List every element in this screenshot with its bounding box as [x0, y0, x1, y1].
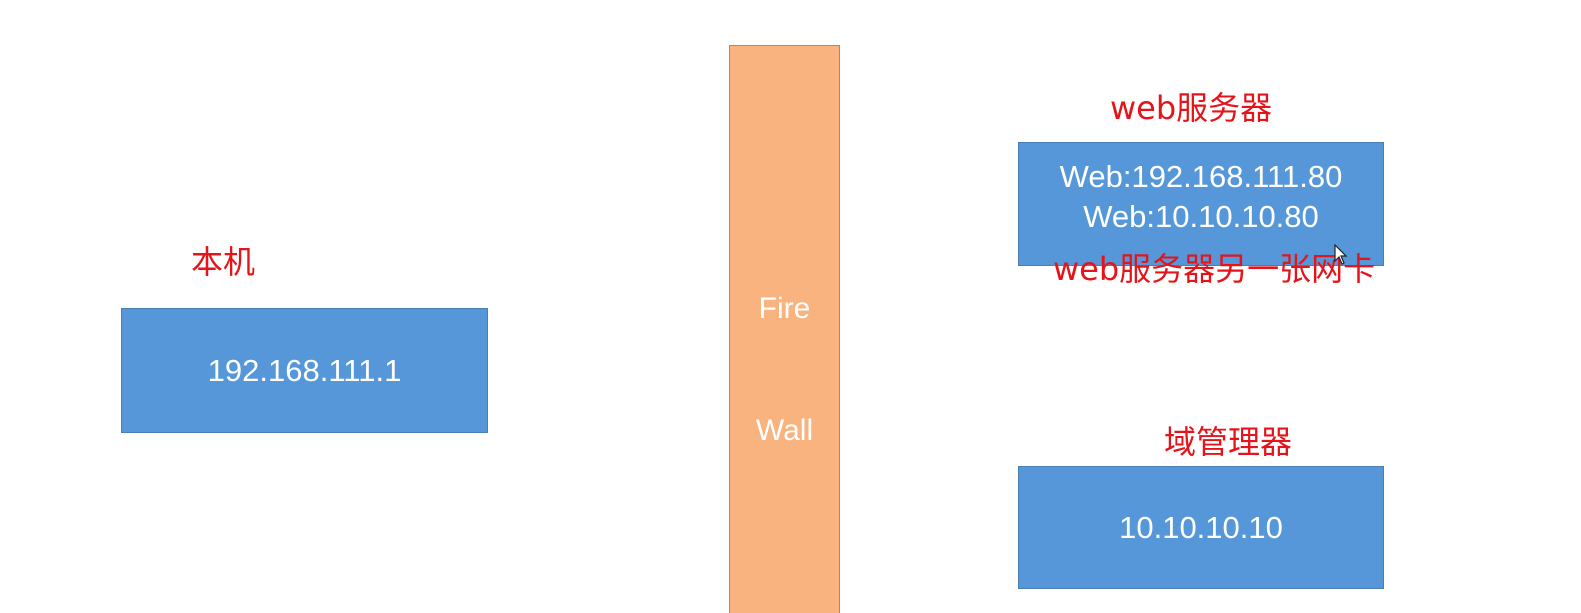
- firewall-text-wall: Wall: [755, 414, 814, 447]
- firewall-text-fire: Fire: [758, 292, 811, 325]
- web-server-label: web服务器: [1110, 89, 1273, 127]
- web-server-ip-primary: Web:192.168.111.80: [1059, 159, 1343, 194]
- domain-controller-label: 域管理器: [1164, 423, 1293, 461]
- local-machine-label: 本机: [191, 243, 256, 281]
- web-server-second-nic-label: web服务器另一张网卡: [1053, 250, 1376, 288]
- firewall: Fire Wall: [729, 45, 840, 613]
- mouse-cursor-icon: [1334, 244, 1348, 265]
- domain-controller-box: 10.10.10.10: [1018, 466, 1384, 589]
- web-server-box: Web:192.168.111.80 Web:10.10.10.80: [1018, 142, 1384, 266]
- local-machine-box: 192.168.111.1: [121, 308, 488, 433]
- web-server-ip-secondary: Web:10.10.10.80: [1083, 199, 1319, 234]
- local-machine-ip: 192.168.111.1: [207, 352, 402, 388]
- domain-controller-ip: 10.10.10.10: [1119, 509, 1283, 545]
